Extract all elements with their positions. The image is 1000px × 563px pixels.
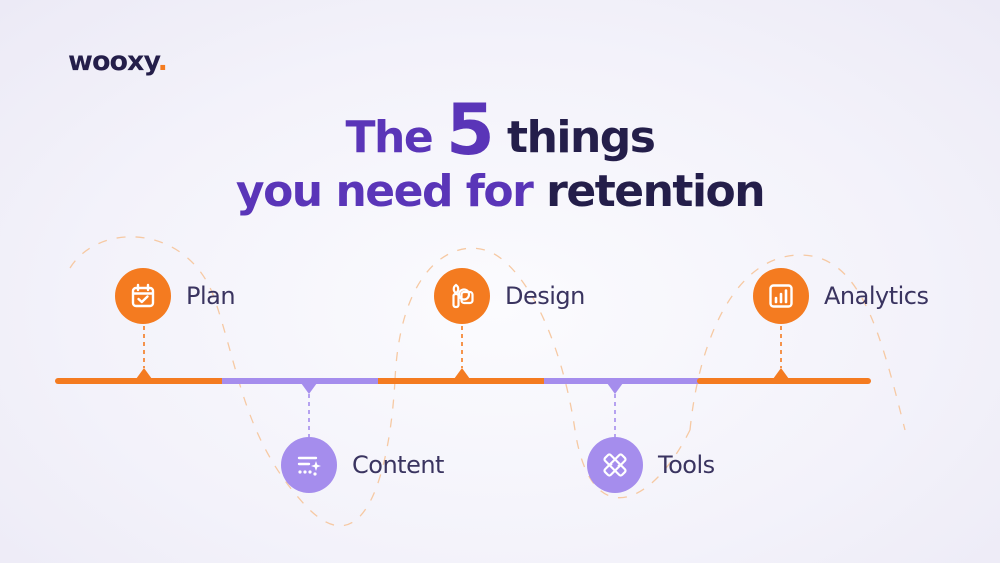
- step-analytics-label: Analytics: [824, 282, 929, 310]
- ruler-pencil-icon: [603, 453, 627, 477]
- brand-name: wooxy: [68, 46, 159, 77]
- track-pointer-content: [301, 383, 317, 394]
- step-content-badge: [281, 437, 337, 493]
- step-design-label: Design: [505, 282, 585, 310]
- step-plan-label: Plan: [186, 282, 236, 310]
- title-number: 5: [446, 89, 495, 171]
- step-plan: Plan: [115, 268, 236, 324]
- bar-chart-icon: [769, 284, 793, 308]
- title-line-2: you need for retention: [0, 162, 1000, 222]
- step-analytics: Analytics: [753, 268, 929, 324]
- step-tools-badge: [587, 437, 643, 493]
- step-plan-badge: [115, 268, 171, 324]
- brush-shapes-icon: [452, 283, 474, 309]
- timeline-track: [55, 368, 871, 394]
- brand-dot: .: [157, 46, 168, 77]
- step-tools-label: Tools: [658, 451, 715, 479]
- step-design-badge: [434, 268, 490, 324]
- calendar-check-icon: [131, 283, 155, 308]
- step-design: Design: [434, 268, 585, 324]
- step-content: Content: [281, 437, 444, 493]
- title-line-1: The 5 things: [0, 95, 1000, 168]
- decorative-arcs: [69, 236, 906, 527]
- arc-2: [394, 247, 691, 499]
- timeline-connectors: [143, 326, 782, 437]
- arc-1: [69, 236, 396, 527]
- track-pointer-design: [454, 368, 470, 379]
- title-word-things: things: [507, 112, 656, 163]
- title-word-the: The: [345, 112, 433, 163]
- step-content-label: Content: [352, 451, 444, 479]
- content-sparkle-icon: [297, 456, 321, 476]
- title-phrase-need: you need for: [235, 166, 534, 217]
- title-word-retention: retention: [546, 166, 765, 217]
- step-tools: Tools: [587, 437, 715, 493]
- brand-logo: wooxy.: [68, 46, 168, 77]
- track-pointer-tools: [607, 383, 623, 394]
- step-analytics-badge: [753, 268, 809, 324]
- track-pointer-analytics: [773, 368, 789, 379]
- track-pointer-plan: [136, 368, 152, 379]
